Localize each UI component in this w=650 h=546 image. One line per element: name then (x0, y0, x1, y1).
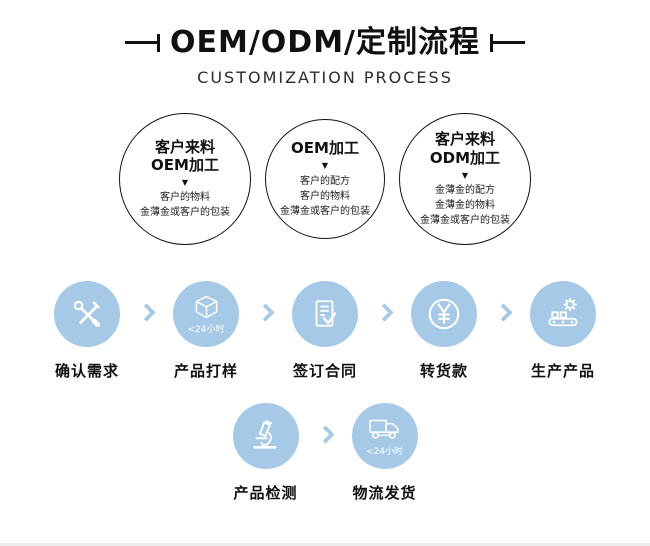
step-label: 物流发货 (352, 484, 417, 502)
left-bar (156, 33, 160, 52)
down-arrow-icon: ▼ (461, 170, 469, 180)
step-label: 转货款 (419, 362, 468, 380)
step-circle: <24小时 (351, 403, 418, 469)
chevron-right-icon (137, 303, 156, 322)
option-detail-line: 金薄金或客户的包装 (280, 205, 370, 217)
step-label: 确认需求 (54, 362, 119, 380)
title-row: OEM/ODM/定制流程 (0, 26, 650, 59)
option-detail-line: 金薄金或客户的包装 (140, 207, 230, 219)
option-title-line: OEM加工 (291, 139, 359, 158)
step-product-testing: 产品检测 (223, 403, 309, 503)
cube-icon (195, 295, 217, 318)
chevron-right-icon (315, 425, 335, 444)
process-steps-row-2: 产品检测 <24小时 物流发货 (0, 403, 650, 503)
option-detail-line: 客户的物料 (160, 192, 210, 204)
title-left-decoration (124, 33, 160, 52)
step-label: 产品打样 (173, 362, 238, 380)
microscope-icon (252, 420, 276, 449)
contract-icon (315, 300, 337, 327)
option-detail-line: 金薄金或客户的包装 (420, 214, 510, 226)
option-detail-line: 金薄金的物料 (435, 199, 495, 211)
step-circle (54, 281, 120, 347)
step-circle (292, 281, 358, 347)
step-circle: <24小时 (173, 281, 239, 347)
down-arrow-icon: ▼ (321, 161, 329, 171)
page-title: OEM/ODM/定制流程 (169, 25, 481, 60)
step-circle (530, 281, 596, 347)
left-line (124, 41, 157, 44)
step-confirm-requirements: 确认需求 (44, 281, 130, 381)
option-detail-line: 客户的配方 (300, 175, 350, 187)
option-detail-line: 客户的物料 (300, 190, 350, 202)
yuan-coin-icon (428, 298, 460, 330)
option-circle-customer-material-oem: 客户来料 OEM加工 ▼ 客户的物料 金薄金或客户的包装 (119, 113, 251, 245)
page-subtitle: CUSTOMIZATION PROCESS (197, 68, 453, 87)
step-production: 生产产品 (520, 281, 606, 381)
option-circle-customer-material-odm: 客户来料 ODM加工 ▼ 金薄金的配方 金薄金的物料 金薄金或客户的包装 (399, 113, 531, 245)
step-label: 产品检测 (233, 484, 298, 502)
down-arrow-icon: ▼ (181, 178, 189, 188)
turnaround-badge: <24小时 (187, 324, 225, 335)
option-title-line: ODM加工 (429, 148, 501, 167)
right-line (493, 41, 526, 44)
chevron-right-icon (494, 303, 513, 322)
step-sign-contract: 签订合同 (282, 281, 368, 381)
option-title-line: 客户来料 (154, 137, 215, 156)
option-detail-line: 金薄金的配方 (435, 184, 495, 196)
step-label: 生产产品 (530, 362, 595, 380)
production-line-icon (548, 297, 578, 327)
step-circle (232, 403, 299, 469)
option-title-line: OEM加工 (151, 156, 219, 175)
option-title-line: 客户来料 (434, 130, 495, 149)
tools-icon (73, 300, 101, 328)
process-steps-row-1: 确认需求 <24小时 产品打样 (0, 281, 650, 381)
turnaround-badge: <24小时 (366, 446, 403, 457)
chevron-right-icon (256, 303, 275, 322)
option-circle-oem: OEM加工 ▼ 客户的配方 客户的物料 金薄金或客户的包装 (265, 119, 385, 239)
step-circle (411, 281, 477, 347)
chevron-right-icon (375, 303, 394, 322)
header: OEM/ODM/定制流程 CUSTOMIZATION PROCESS (0, 26, 650, 87)
delivery-truck-icon (368, 419, 399, 439)
step-logistics-shipping: <24小时 物流发货 (342, 403, 428, 503)
step-label: 签订合同 (292, 362, 357, 380)
service-options-row: 客户来料 OEM加工 ▼ 客户的物料 金薄金或客户的包装 OEM加工 ▼ 客户的… (0, 113, 650, 245)
step-transfer-payment: 转货款 (401, 281, 487, 381)
step-product-sampling: <24小时 产品打样 (163, 281, 249, 381)
right-bar (490, 33, 494, 52)
title-right-decoration (490, 33, 526, 52)
